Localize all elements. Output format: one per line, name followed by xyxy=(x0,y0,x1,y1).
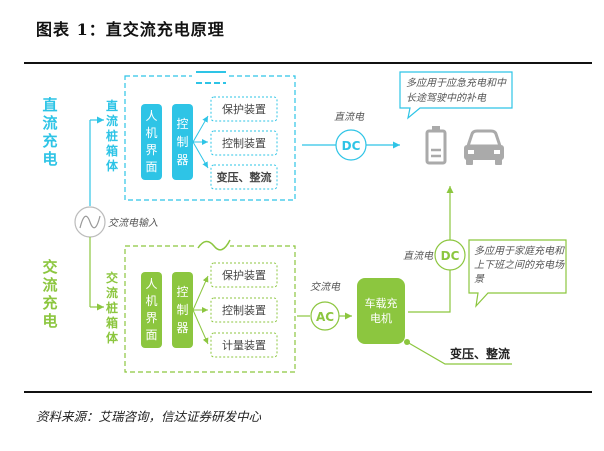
ac-device: 控制装置 xyxy=(222,303,266,317)
ac-callout-line: 景 xyxy=(474,273,485,285)
dc-hmi-block xyxy=(141,104,162,180)
ac-side-char: 流 xyxy=(42,276,57,294)
dc-ctrl-char: 器 xyxy=(176,153,188,167)
ac-hmi-char: 面 xyxy=(145,328,157,342)
ac-circle-label: AC xyxy=(316,310,334,324)
ac-hmi-char: 人 xyxy=(145,277,157,291)
onboard-charger xyxy=(357,278,405,344)
dc-side-char: 流 xyxy=(42,114,57,132)
ac-box-char: 交 xyxy=(106,270,118,285)
dc-ctrl-char: 制 xyxy=(176,135,188,149)
dc-callout-line: 多应用于应急充电和中 xyxy=(406,77,507,89)
dc-device: 控制装置 xyxy=(222,136,266,150)
ac-side-char: 交 xyxy=(42,258,57,276)
input-label: 交流电输入 xyxy=(108,217,158,229)
ac-ctrl-char: 制 xyxy=(176,303,188,317)
dc-hmi-char: 人 xyxy=(145,109,157,123)
dc-callout-line: 长途驾驶中的补电 xyxy=(406,92,487,104)
dc-side-char: 直 xyxy=(42,96,57,114)
converter-label: 变压、整流 xyxy=(450,346,510,361)
ac-side-char: 充 xyxy=(42,294,57,312)
bottom-rule xyxy=(24,391,592,393)
ac-pile-box: 交 流 桩 箱 体 人 机 界 面 控 制 器 保护 xyxy=(106,238,296,373)
figure-title: 图表 1：直交流充电原理 xyxy=(36,20,225,39)
battery-icon xyxy=(425,126,447,165)
dc-box-char: 体 xyxy=(106,158,119,173)
dc-side-label: 直 流 充 电 xyxy=(42,96,57,168)
dc-side-char: 充 xyxy=(42,132,57,150)
dc-box-char: 箱 xyxy=(106,143,118,158)
charger-label: 车载充 xyxy=(365,296,398,310)
charger-label: 电机 xyxy=(370,311,392,325)
dc-device: 变压、整流 xyxy=(217,170,272,184)
dc-box-char: 流 xyxy=(106,113,118,128)
dc-ctrl-char: 控 xyxy=(176,117,188,131)
ac-ctrl-char: 控 xyxy=(176,285,188,299)
ac-dc-label: 直流电 xyxy=(403,250,434,262)
ac-callout xyxy=(468,239,567,308)
dc-line-label: 直流电 xyxy=(334,111,365,123)
dc-side-char: 电 xyxy=(42,150,57,168)
ac-hmi-block xyxy=(141,272,162,348)
top-rule xyxy=(24,62,592,64)
dc-controller-block xyxy=(172,104,193,180)
ac-controller-block xyxy=(172,272,193,348)
dc-hmi-char: 界 xyxy=(145,143,157,157)
dc-hmi-char: 机 xyxy=(145,126,157,140)
dc-box-char: 桩 xyxy=(106,128,118,143)
dc-hmi-char: 面 xyxy=(145,160,157,174)
dc-callout xyxy=(399,71,513,120)
ac-hmi-char: 机 xyxy=(145,294,157,308)
ac-box-char: 体 xyxy=(106,330,119,345)
ac-box-char: 桩 xyxy=(106,300,118,315)
dc-box-char: 直 xyxy=(106,98,118,113)
ac-side-char: 电 xyxy=(42,312,57,330)
dc-device: 保护装置 xyxy=(222,102,266,116)
source-note: 资料来源：艾瑞咨询，信达证券研发中心 xyxy=(36,409,262,424)
ac-hmi-char: 界 xyxy=(145,311,157,325)
ac-box-char: 箱 xyxy=(106,315,118,330)
dc-circle-label: DC xyxy=(342,139,361,153)
ac-line-label: 交流电 xyxy=(310,281,341,293)
ac-device: 保护装置 xyxy=(222,268,266,282)
ac-ctrl-char: 器 xyxy=(176,321,188,335)
ac-box-char: 流 xyxy=(106,285,118,300)
dc-pile-box: 直 流 桩 箱 体 人 机 界 面 控 制 器 保护 xyxy=(106,70,296,201)
car-icon xyxy=(464,129,504,165)
ac-dc-circle-label: DC xyxy=(441,249,460,263)
ac-callout-line: 多应用于家庭充电和 xyxy=(474,245,565,257)
ac-device: 计量装置 xyxy=(222,339,266,352)
ac-callout-line: 上下班之间的充电场 xyxy=(474,259,565,271)
